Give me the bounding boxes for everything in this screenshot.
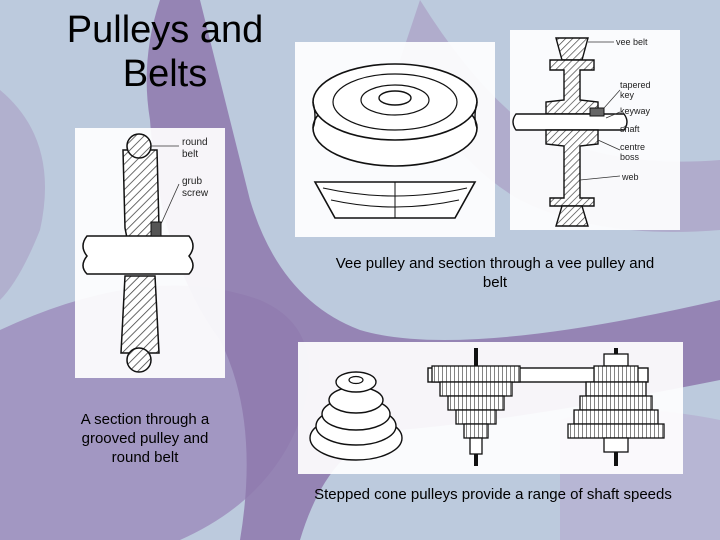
pulley-bore [378, 90, 412, 106]
shaft [82, 235, 194, 275]
label-belt: belt [182, 149, 198, 160]
shaft [512, 113, 628, 131]
leader-line [605, 111, 621, 119]
caption-line: round belt [111, 449, 179, 466]
stepped-pulley-perspective [309, 371, 403, 461]
rim-edge [474, 101, 478, 129]
vee-pulley-caption: Vee pulley and section through a vee pul… [310, 254, 680, 292]
stepped-cone-pulleys-figure [298, 342, 683, 474]
pulley-web [360, 84, 430, 116]
label-web: web [621, 172, 639, 182]
pulley-front-rim [312, 63, 478, 141]
pulley-groove [332, 73, 458, 131]
stepped-cone-right [567, 348, 665, 466]
label-boss: boss [620, 152, 640, 162]
title-line-2: Belts [122, 53, 208, 95]
grooved-pulley-section-figure: round belt grub screw [75, 128, 225, 378]
leader-line [623, 125, 627, 131]
pulley-lower-section [120, 275, 160, 354]
round-belt-top [126, 133, 152, 159]
label-tapered: tapered [620, 80, 651, 90]
caption-line: grooved pulley and [81, 430, 209, 447]
label-vee-belt: vee belt [616, 37, 648, 47]
stepped-cone-left [431, 348, 521, 466]
caption-line: belt [482, 274, 508, 291]
leader-line [160, 183, 180, 225]
caption-line: Vee pulley and section through a vee pul… [335, 255, 655, 272]
vee-belt-bottom [555, 205, 589, 227]
label-round: round [182, 137, 208, 148]
vee-pulley-section-figure: vee belt tapered key keyway shaft centre… [510, 30, 680, 230]
tapered-key [589, 107, 605, 117]
label-grub: grub [182, 176, 202, 187]
stepped-cone-caption: Stepped cone pulleys provide a range of … [314, 486, 672, 503]
leader-line [603, 89, 621, 109]
label-centre: centre [620, 142, 645, 152]
pulley-lower-web [545, 129, 599, 207]
caption-line: A section through a [80, 411, 210, 428]
title-line-1: Pulleys and [66, 9, 264, 51]
vee-pulley-figure [295, 42, 495, 237]
label-screw: screw [182, 188, 209, 199]
leader-line [597, 139, 621, 151]
label-keyway: keyway [620, 106, 651, 116]
grooved-pulley-caption: A section through a grooved pulley and r… [60, 410, 230, 467]
label-shaft: shaft [620, 124, 640, 134]
grub-screw [150, 221, 162, 237]
rim-edge [312, 101, 316, 129]
label-key: key [620, 90, 635, 100]
leader-line [579, 175, 621, 181]
vee-belt-top [555, 37, 589, 61]
slide-title: Pulleys and Belts [30, 8, 300, 96]
round-belt-bottom [126, 347, 152, 373]
